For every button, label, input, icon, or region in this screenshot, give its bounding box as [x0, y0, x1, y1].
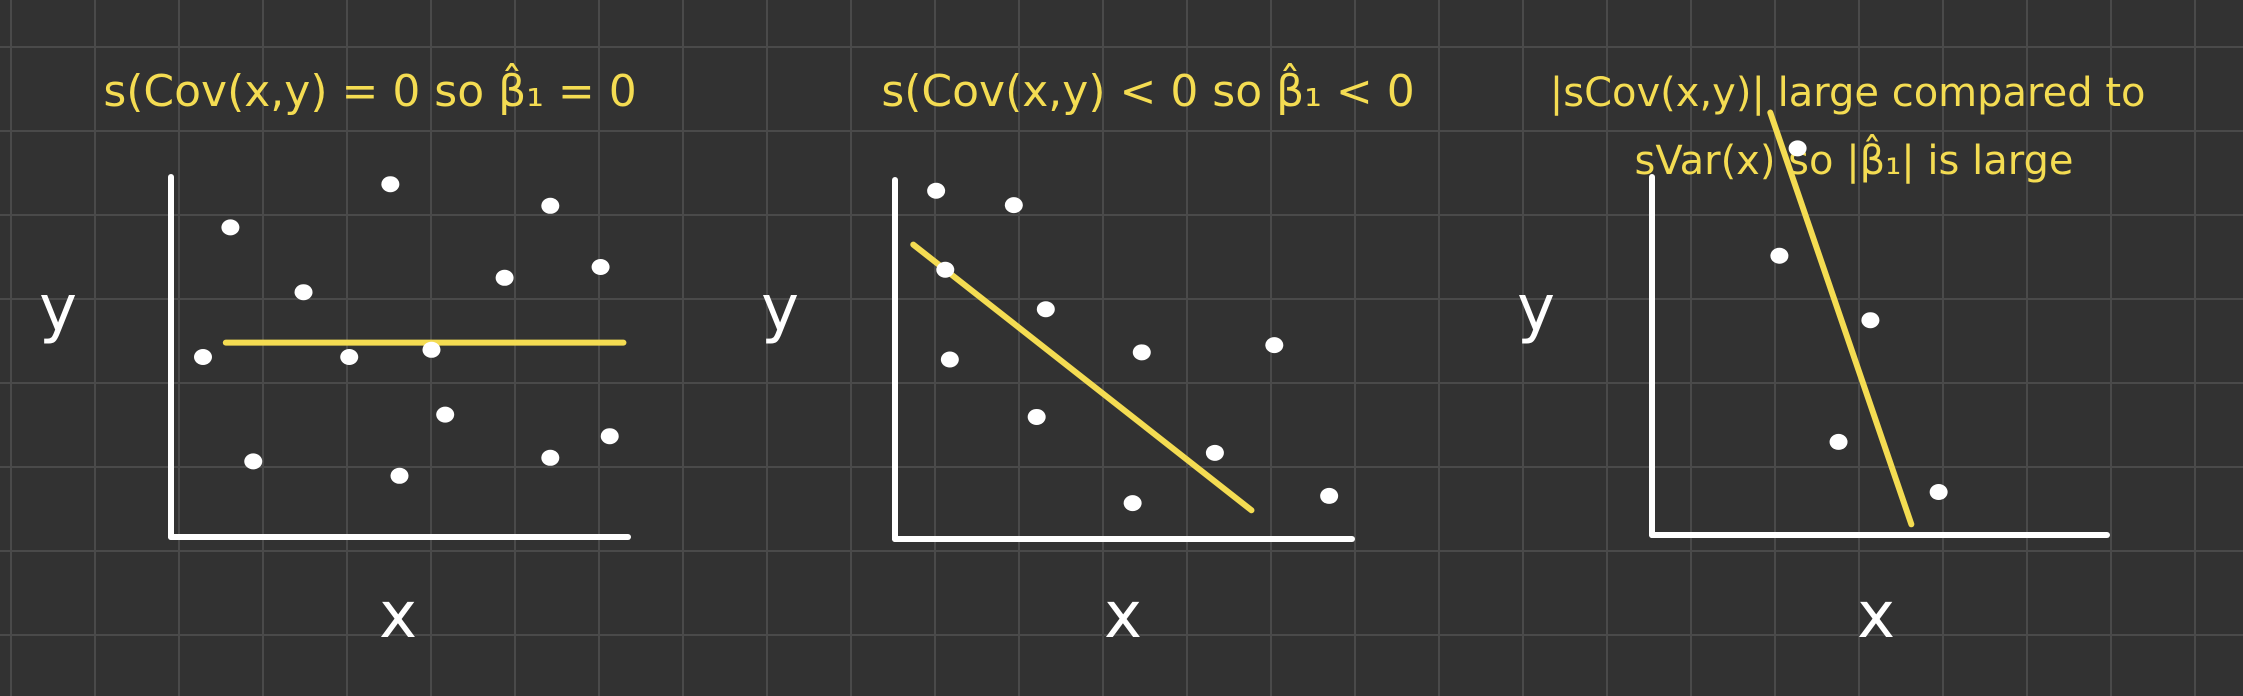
fit-line	[1767, 109, 1915, 528]
chart-panel-large-cov: |sCov(x,y)| large compared to sVar(x) so…	[1517, 70, 2158, 653]
data-point-8	[1205, 444, 1224, 461]
data-point-4	[1027, 408, 1046, 425]
data-point-2	[940, 351, 959, 368]
data-point-2	[1829, 433, 1848, 450]
data-point-10	[1320, 487, 1339, 504]
chart-title-line: |sCov(x,y)| large compared to	[1550, 70, 2146, 116]
data-point-6	[1123, 495, 1142, 512]
data-point-10	[541, 197, 560, 214]
data-point-4	[1929, 484, 1948, 501]
data-point-1	[221, 219, 240, 236]
data-point-0	[927, 182, 946, 199]
chart-title: s(Cov(x,y) = 0 so β̂₁ = 0	[103, 62, 636, 117]
x-axis-label: x	[379, 579, 417, 653]
data-point-1	[936, 261, 955, 278]
data-point-13	[600, 428, 619, 445]
fit-line	[910, 241, 1255, 514]
data-point-0	[1770, 247, 1789, 264]
data-point-3	[1004, 197, 1023, 214]
chart-title: s(Cov(x,y) < 0 so β̂₁ < 0	[881, 62, 1414, 117]
x-axis-label: x	[1857, 579, 1895, 653]
data-point-6	[390, 467, 409, 484]
data-point-11	[541, 449, 560, 466]
data-point-1	[1788, 140, 1807, 157]
y-axis-label: y	[761, 272, 799, 346]
chart-panel-zero-cov: s(Cov(x,y) = 0 so β̂₁ = 0 y x	[39, 62, 637, 653]
data-point-2	[244, 453, 263, 470]
data-point-5	[1036, 301, 1055, 318]
data-points	[927, 182, 1339, 512]
data-point-3	[1861, 312, 1880, 329]
y-axis-label: y	[39, 272, 77, 346]
data-points	[1770, 140, 1948, 501]
chart-panel-negative-cov: s(Cov(x,y) < 0 so β̂₁ < 0 y x	[761, 62, 1415, 653]
y-axis-label: y	[1517, 272, 1555, 346]
data-point-7	[1132, 344, 1151, 361]
data-point-8	[436, 406, 455, 423]
data-point-4	[340, 349, 359, 365]
data-point-3	[294, 284, 313, 301]
data-point-12	[591, 259, 610, 275]
data-point-9	[1265, 337, 1284, 354]
chart-title: |sCov(x,y)| large compared to sVar(x) so…	[1550, 70, 2158, 184]
data-point-0	[193, 349, 212, 365]
data-point-7	[422, 341, 441, 358]
data-point-9	[495, 269, 514, 286]
data-points	[193, 176, 619, 484]
chart-title-line: sVar(x) so |β̂₁| is large	[1635, 134, 2074, 184]
data-point-5	[381, 176, 400, 193]
x-axis-label: x	[1104, 579, 1142, 653]
